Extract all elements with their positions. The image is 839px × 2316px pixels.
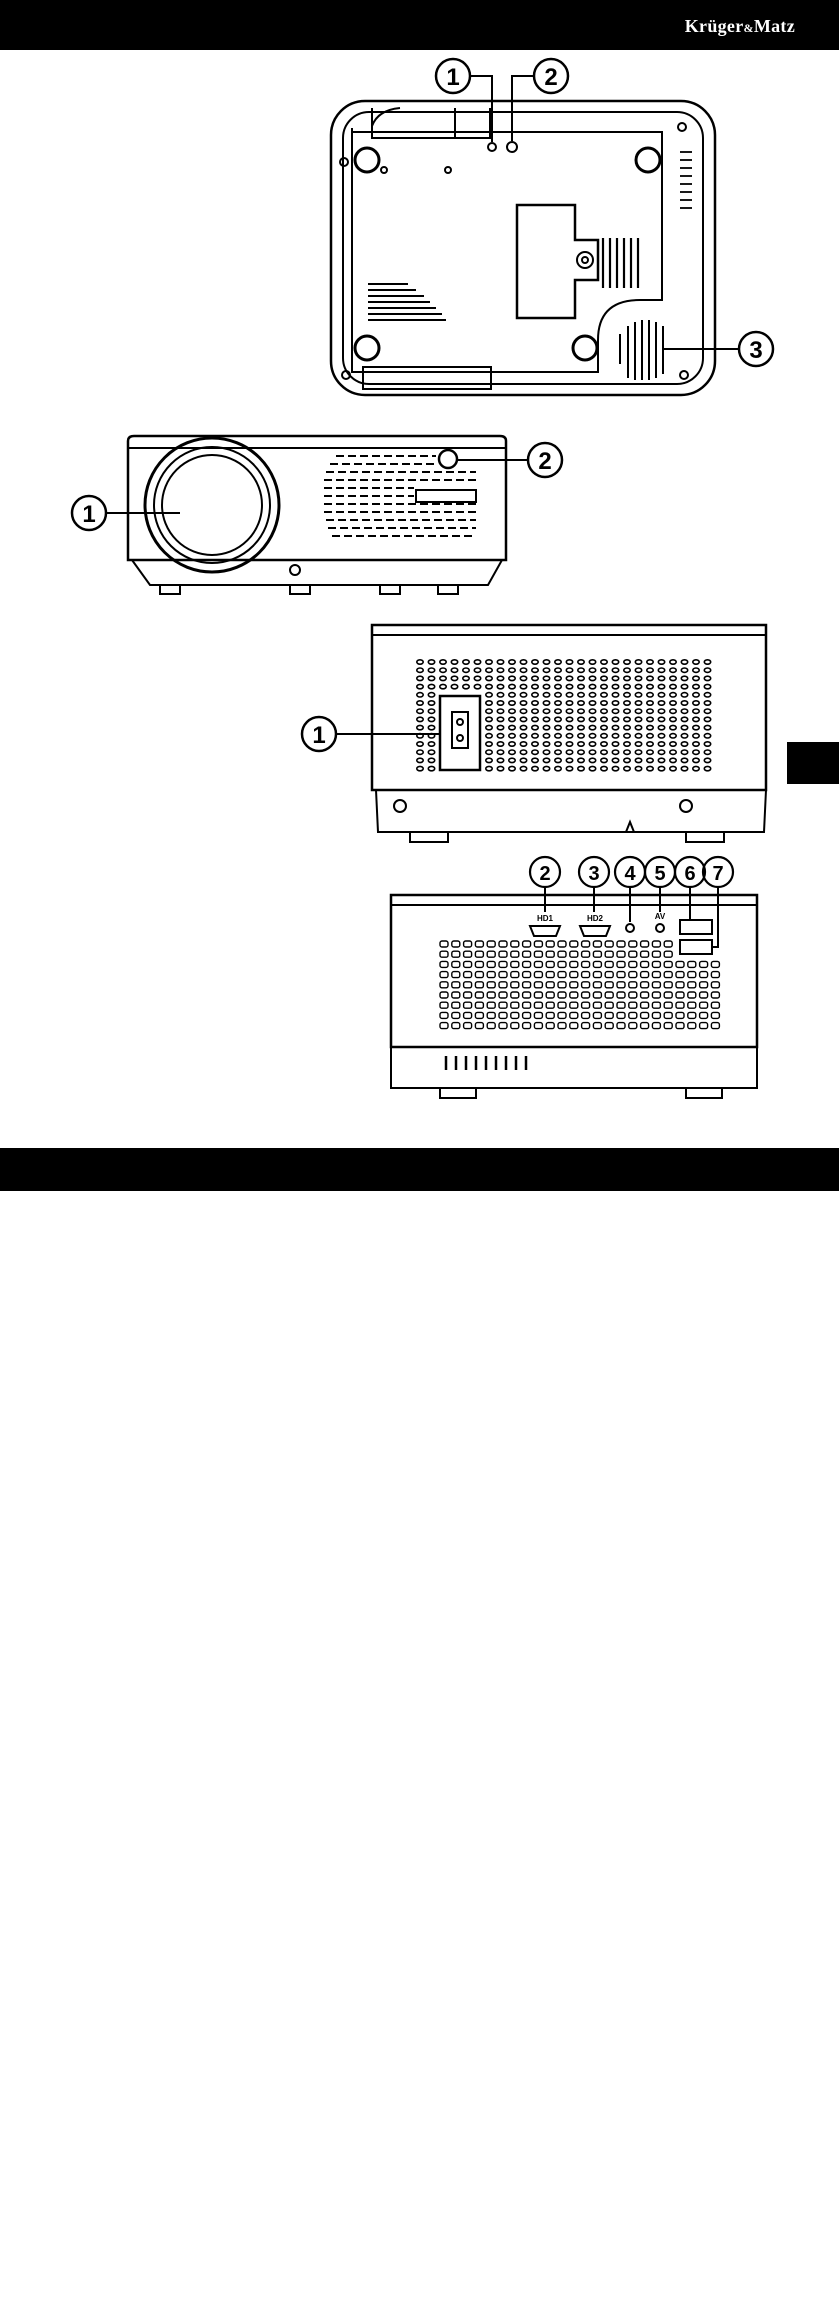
page-number-box bbox=[747, 2296, 793, 2316]
rear-callout-4: 4 bbox=[624, 863, 636, 885]
bottom-callout-2: 2 bbox=[544, 64, 557, 91]
rear-callout-6: 6 bbox=[684, 863, 695, 885]
projector-diagrams: 1 2 3 bbox=[0, 0, 839, 1191]
section-tab bbox=[787, 742, 839, 784]
side-callout-1: 1 bbox=[312, 722, 325, 749]
rear-view-figure: HD1 HD2 AV 2 3 4 5 6 7 bbox=[391, 857, 757, 1098]
front-callout-2: 2 bbox=[538, 448, 551, 475]
rear-callout-2: 2 bbox=[539, 863, 550, 885]
port-label-hd1: HD1 bbox=[537, 914, 554, 923]
front-callout-1: 1 bbox=[82, 501, 95, 528]
side-view-figure: 1 bbox=[302, 625, 766, 842]
rear-callout-3: 3 bbox=[588, 863, 599, 885]
rear-callout-5: 5 bbox=[654, 863, 665, 885]
bottom-callout-3: 3 bbox=[749, 337, 762, 364]
rear-callout-7: 7 bbox=[712, 863, 723, 885]
footer-bar bbox=[0, 1148, 839, 1191]
port-label-av: AV bbox=[655, 912, 666, 921]
front-view-figure: 2 1 bbox=[72, 436, 562, 594]
port-label-hd2: HD2 bbox=[587, 914, 604, 923]
bottom-view-figure: 1 2 3 bbox=[331, 59, 773, 395]
bottom-callout-1: 1 bbox=[446, 64, 459, 91]
